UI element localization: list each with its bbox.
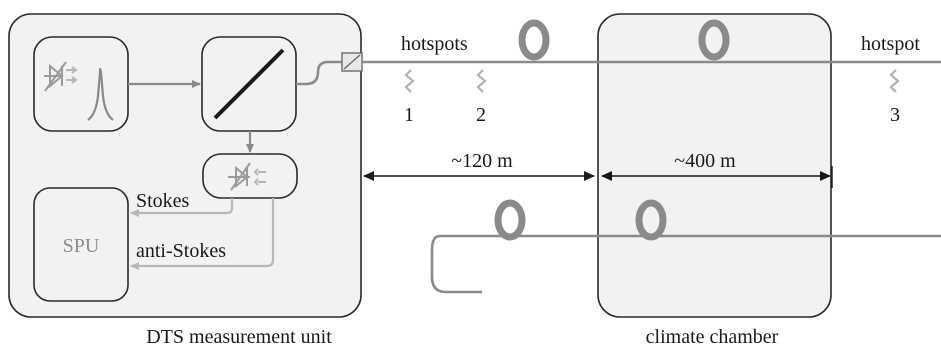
fiber-coil-icon <box>635 199 667 241</box>
fiber-lead <box>296 60 342 86</box>
hotspots-label: hotspots <box>401 33 468 55</box>
fiber-coil-icon <box>698 19 730 61</box>
hotspot-number-1: 1 <box>404 104 414 126</box>
beam-splitter-icon <box>213 48 285 120</box>
fiber-coil-icon <box>494 199 526 241</box>
climate-chamber-box <box>597 13 832 318</box>
hotspot-number-2: 2 <box>476 104 486 126</box>
distance-400m-label: ~400 m <box>674 150 736 172</box>
hotspot-label: hotspot <box>861 33 920 55</box>
hotspot-marker-icon <box>476 69 487 93</box>
hotspot-number-3: 3 <box>890 104 900 126</box>
fiber-coil-icon <box>518 19 550 61</box>
stokes-label: Stokes <box>136 190 190 212</box>
coupler-block <box>201 36 297 132</box>
anti-stokes-signal-arrow <box>130 198 275 270</box>
climate-chamber-label: climate chamber <box>646 326 779 348</box>
hotspot-marker-icon <box>889 69 900 93</box>
stokes-signal-arrow <box>130 198 234 217</box>
spu-block: SPU <box>33 187 129 302</box>
dts-unit-label: DTS measurement unit <box>146 326 332 348</box>
laser-diode-icon <box>44 61 78 92</box>
detector-block <box>202 153 298 199</box>
spu-label: SPU <box>63 235 100 257</box>
distance-120m-label: ~120 m <box>451 150 513 172</box>
hotspot-marker-icon <box>404 69 415 93</box>
laser-block <box>33 36 129 132</box>
laser-pulse-icon <box>87 67 114 121</box>
fiber-end-loop <box>430 234 482 294</box>
photodiode-icon <box>228 162 266 191</box>
anti-stokes-label: anti-Stokes <box>136 240 226 262</box>
fiber-connector-icon <box>341 52 363 72</box>
